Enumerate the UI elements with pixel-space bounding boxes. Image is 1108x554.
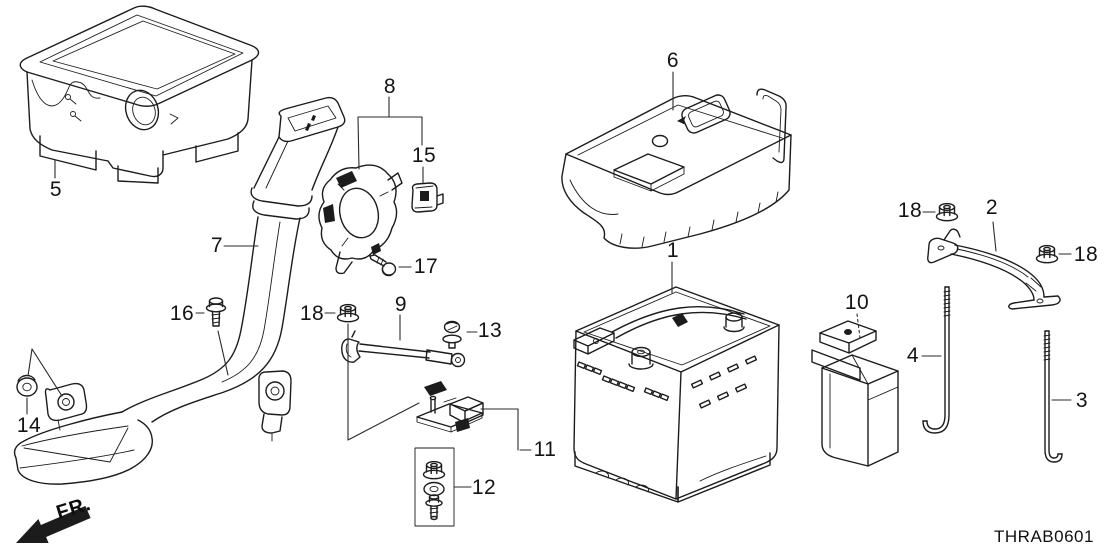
callout-4: 4: [906, 344, 920, 367]
callout-11: 11: [533, 438, 557, 461]
part-2-battery-setting-plate: [927, 228, 1061, 310]
part-18-flange-nut-right: [1035, 244, 1059, 264]
callout-13: 13: [477, 319, 503, 342]
leader-lines: [26, 71, 1072, 488]
part-16-flange-bolt: [205, 297, 227, 327]
part-5-air-cleaner-case: [19, 5, 260, 184]
diagram-code: THRAB0601: [994, 527, 1094, 546]
callout-15: 15: [411, 144, 437, 167]
part-10-battery-box-holder: [811, 320, 899, 467]
callout-14: 14: [16, 414, 42, 437]
part-12-nut-washer-stud-set: [414, 447, 455, 527]
callout-9: 9: [394, 293, 408, 316]
part-14-grommet: [16, 374, 38, 397]
part-11-sensor-bracket-assembly: [416, 381, 484, 433]
callout-10: 10: [844, 291, 870, 314]
callout-18-right: 18: [1073, 243, 1099, 266]
callout-7: 7: [210, 234, 224, 257]
part-1-battery: [573, 286, 780, 503]
callout-16: 16: [169, 302, 195, 325]
part-18-flange-nut-top-right: [935, 202, 959, 222]
part-13-bolt-washer: [442, 320, 462, 349]
callout-8: 8: [383, 75, 397, 98]
callout-17: 17: [413, 255, 439, 278]
part-18-flange-nut-left: [336, 303, 360, 323]
part-3-battery-setting-bolt: [1043, 330, 1063, 463]
callout-6: 6: [666, 49, 680, 72]
callout-1: 1: [666, 239, 680, 262]
part-7-air-intake-duct: [13, 96, 346, 485]
part-4-battery-setting-bolt: [922, 286, 951, 434]
part-8-duct-ring-seal: [318, 164, 403, 275]
callout-5: 5: [49, 178, 63, 201]
callout-12: 12: [471, 476, 497, 499]
callout-18-left: 18: [299, 302, 325, 325]
fr-direction-arrow: [16, 506, 91, 543]
part-17-tapping-screw: [369, 254, 397, 277]
part-6-battery-cover: [561, 88, 792, 249]
part-15-harness-clip: [411, 182, 444, 213]
callout-3: 3: [1075, 389, 1089, 412]
callout-2: 2: [985, 196, 999, 219]
callout-18-top-right: 18: [897, 199, 923, 222]
